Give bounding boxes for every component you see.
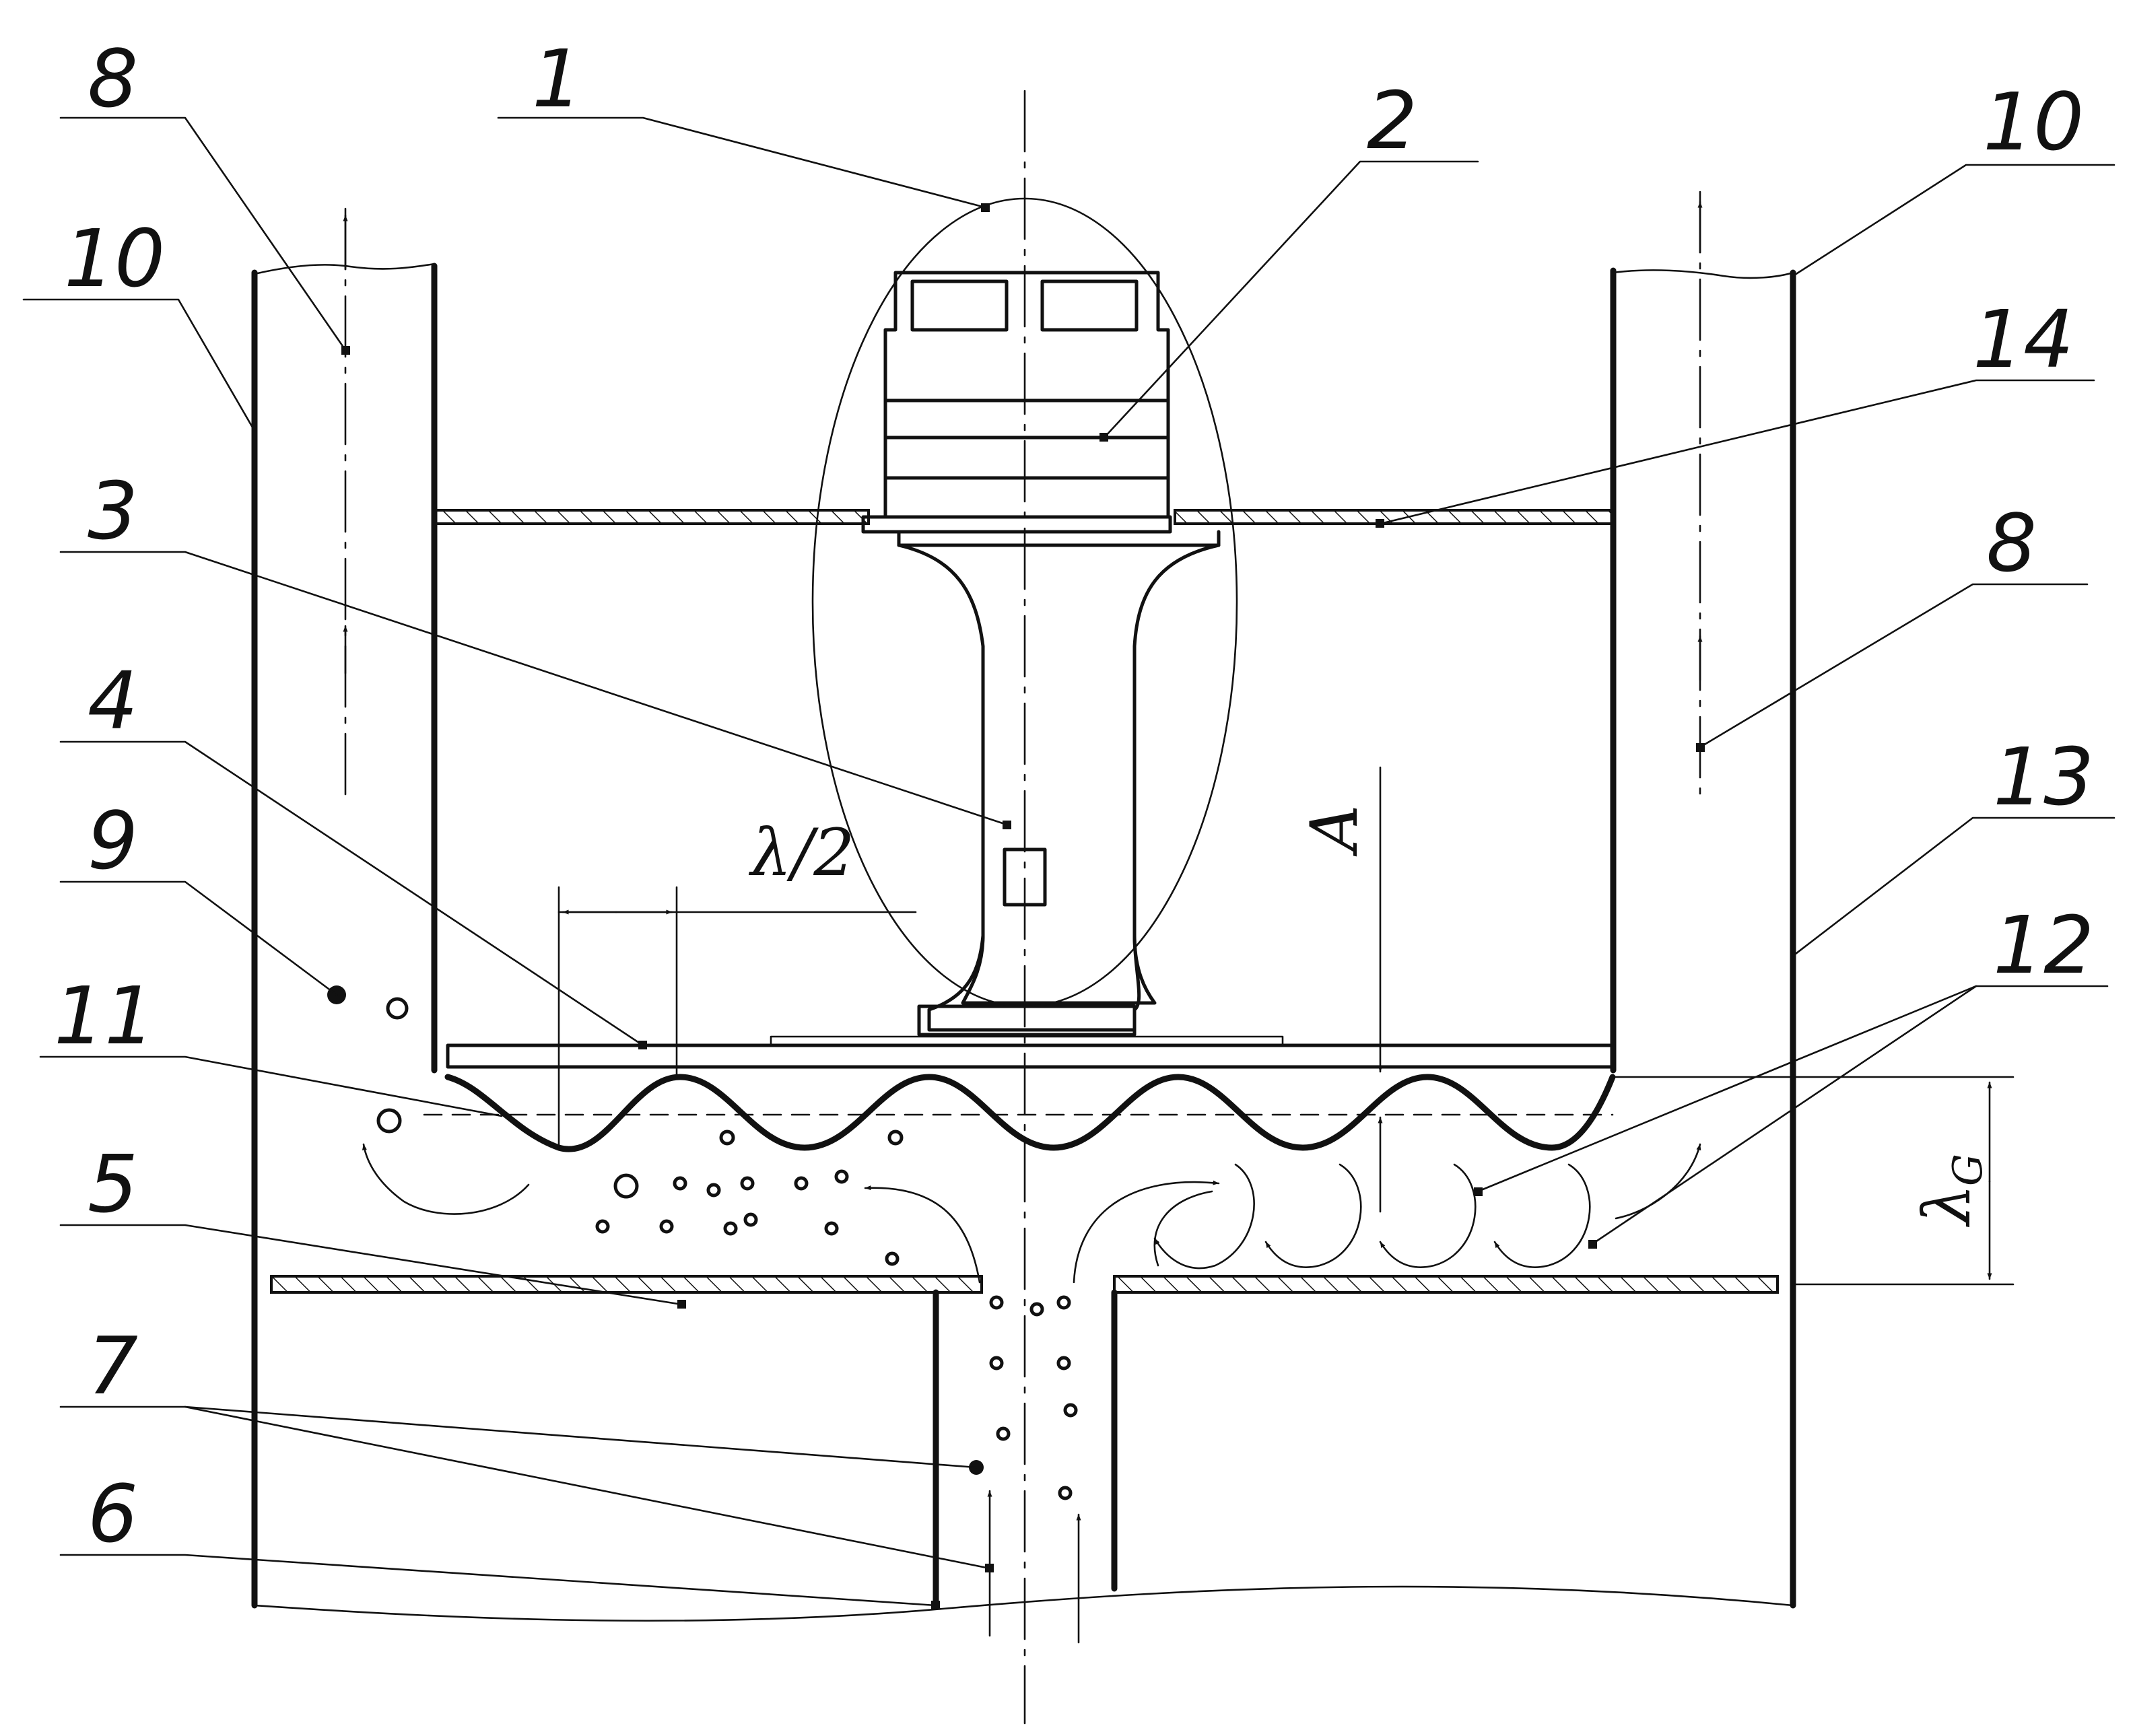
- callout-1: 1: [532, 32, 582, 125]
- callout-10-right: 10: [1983, 75, 2084, 168]
- stem: [897, 530, 1221, 1037]
- support-plate: [446, 1035, 1615, 1069]
- callout-13: 13: [1993, 730, 2094, 823]
- dimension-half-wavelength: [557, 886, 917, 1149]
- callout-3: 3: [88, 464, 138, 557]
- symbol-gap-lambda: λ: [1909, 1184, 1985, 1228]
- callout-5: 5: [88, 1138, 138, 1230]
- callout-6: 6: [88, 1467, 138, 1560]
- callout-9: 9: [88, 794, 138, 887]
- callout-8-left: 8: [88, 32, 138, 125]
- symbol-amplitude: A: [1297, 805, 1372, 857]
- vortices: [1153, 1143, 1701, 1270]
- detail-ellipse: [811, 197, 1238, 1008]
- burner-head: [861, 271, 1172, 534]
- leader-lines: [22, 116, 2115, 1609]
- inlet-arrows: [987, 1490, 1081, 1644]
- callout-8-right: 8: [1986, 497, 2037, 590]
- wavy-membrane: [444, 1074, 1616, 1152]
- break-line-top-right: [1612, 269, 1794, 279]
- break-line-bottom: [253, 1585, 1794, 1622]
- callout-7: 7: [88, 1319, 138, 1412]
- symbol-gap-subscript: G: [1944, 1154, 1992, 1186]
- callout-14: 14: [1973, 293, 2074, 386]
- callout-11: 11: [54, 969, 155, 1062]
- symbol-gap: λ G: [1909, 1154, 1992, 1228]
- callout-2: 2: [1367, 74, 1417, 167]
- inlet-pipe: [933, 1289, 1118, 1609]
- callout-4: 4: [88, 654, 138, 747]
- bottom-plate: [270, 1275, 1779, 1294]
- particles: [327, 985, 1078, 1500]
- break-line-top-left: [253, 263, 436, 275]
- callout-10-left: 10: [64, 212, 165, 305]
- dimension-gap: [1611, 1076, 2015, 1286]
- flow-paths: [362, 1143, 1220, 1284]
- symbol-half-wavelength: λ/2: [748, 815, 854, 891]
- callout-12: 12: [1993, 899, 2094, 992]
